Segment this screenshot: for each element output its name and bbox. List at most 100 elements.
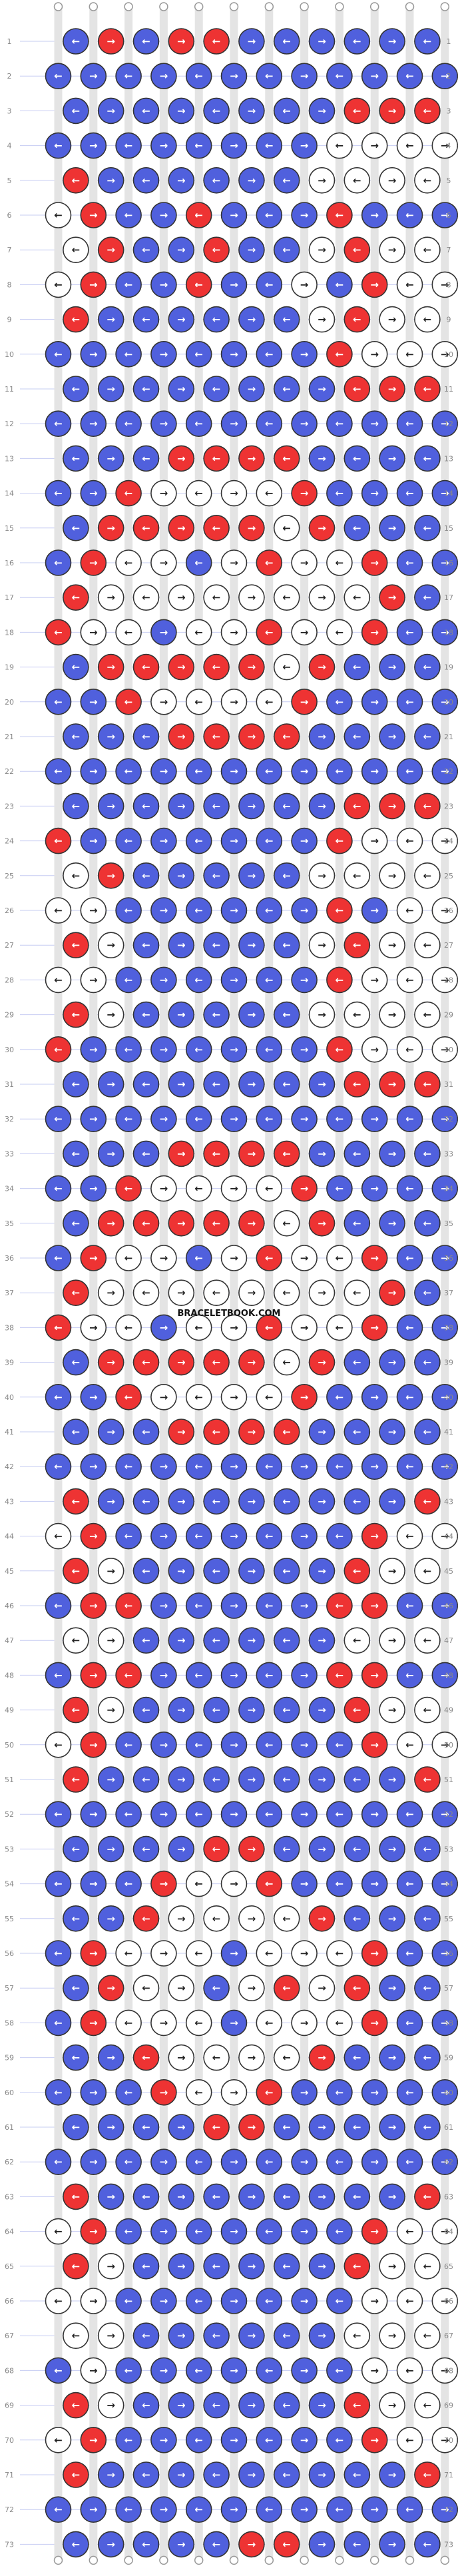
knot bbox=[431, 1314, 458, 1341]
knot bbox=[256, 1732, 283, 1758]
knot bbox=[168, 1349, 195, 1376]
knot-arrow-glyph: ← bbox=[423, 939, 432, 951]
row-number-right: 69 bbox=[444, 2402, 453, 2410]
knot-arrow-glyph: ← bbox=[194, 1113, 203, 1125]
row-number-left: 60 bbox=[5, 2089, 14, 2097]
row-number-right: 58 bbox=[444, 2019, 453, 2027]
knot-arrow-glyph: → bbox=[318, 800, 326, 812]
knot bbox=[344, 2531, 371, 2558]
knot-row: ←→←→←→←→←→←→ bbox=[45, 1245, 458, 1271]
knot-arrow-glyph: → bbox=[318, 1565, 326, 1577]
knot-arrow-glyph: ← bbox=[353, 1843, 361, 1855]
knot-arrow-glyph: → bbox=[370, 626, 379, 638]
string-end-top bbox=[159, 2, 168, 11]
knot-row: ←→←→←→←→←→←→ bbox=[45, 410, 458, 438]
knot-arrow-glyph: ← bbox=[423, 1704, 432, 1716]
knot bbox=[185, 1801, 212, 1827]
knot bbox=[203, 2253, 230, 2280]
knot bbox=[379, 97, 405, 125]
knot bbox=[115, 2148, 142, 2175]
knot-arrow-glyph: ← bbox=[353, 661, 361, 673]
knot-arrow-glyph: → bbox=[441, 2156, 449, 2168]
knot bbox=[291, 2496, 318, 2523]
knot bbox=[203, 2044, 230, 2071]
knot bbox=[63, 1558, 89, 1584]
knot-arrow-glyph: → bbox=[160, 1391, 168, 1403]
knot-arrow-glyph: ← bbox=[124, 278, 133, 290]
knot-arrow-glyph: → bbox=[248, 591, 256, 603]
knot bbox=[220, 897, 248, 924]
string-end-bottom bbox=[124, 2555, 133, 2565]
knot-arrow-glyph: → bbox=[388, 2330, 397, 2342]
row-number-left: 73 bbox=[5, 2540, 14, 2549]
knot bbox=[203, 2531, 230, 2558]
knot-arrow-glyph: ← bbox=[265, 2295, 274, 2307]
knot-arrow-glyph: → bbox=[89, 1808, 98, 1820]
knot-arrow-glyph: ← bbox=[124, 1739, 133, 1751]
knot bbox=[431, 271, 458, 298]
knot-arrow-glyph: ← bbox=[423, 1565, 432, 1577]
knot bbox=[238, 2531, 265, 2558]
row-number-left: 13 bbox=[5, 454, 14, 463]
row-number-left: 49 bbox=[5, 1706, 14, 1715]
knot-arrow-glyph: → bbox=[230, 2434, 238, 2446]
string-end-bottom bbox=[369, 2555, 379, 2565]
knot-arrow-glyph: → bbox=[89, 70, 98, 82]
knot bbox=[115, 1245, 142, 1271]
knot-arrow-glyph: ← bbox=[282, 2538, 291, 2550]
row-number-right: 4 bbox=[447, 142, 451, 151]
knot bbox=[326, 2288, 353, 2314]
knot bbox=[396, 1036, 423, 1063]
knot-arrow-glyph: → bbox=[230, 904, 238, 916]
knot bbox=[396, 2357, 423, 2384]
string-end-bottom bbox=[440, 2555, 450, 2565]
knot-arrow-glyph: ← bbox=[54, 1460, 63, 1472]
knot-arrow-glyph: ← bbox=[405, 348, 414, 360]
knot bbox=[379, 932, 405, 958]
knot-arrow-glyph: ← bbox=[124, 1252, 133, 1264]
knot bbox=[220, 340, 248, 368]
knot bbox=[63, 1349, 89, 1376]
knot bbox=[63, 1210, 89, 1237]
knot bbox=[273, 2183, 300, 2210]
knot-arrow-glyph: → bbox=[441, 418, 449, 430]
knot bbox=[308, 793, 336, 820]
knot bbox=[344, 2253, 371, 2280]
knot-arrow-glyph: ← bbox=[212, 35, 221, 47]
knot-arrow-glyph: ← bbox=[423, 1982, 432, 1994]
knot bbox=[168, 584, 195, 611]
knot bbox=[326, 1801, 353, 1827]
knot-row: ←→←→←→←→←→← bbox=[63, 2183, 441, 2210]
knot bbox=[361, 1940, 388, 1967]
knot-arrow-glyph: ← bbox=[194, 2295, 203, 2307]
row-number-right: 16 bbox=[444, 559, 453, 567]
knot-arrow-glyph: ← bbox=[353, 1287, 361, 1299]
knot-arrow-glyph: → bbox=[388, 1913, 397, 1925]
knot-arrow-glyph: → bbox=[107, 174, 115, 186]
knot-arrow-glyph: → bbox=[388, 1287, 397, 1299]
knot-arrow-glyph: ← bbox=[405, 418, 414, 430]
knot bbox=[132, 1766, 160, 1793]
knot bbox=[97, 584, 124, 611]
knot-arrow-glyph: → bbox=[248, 1634, 256, 1646]
knot-arrow-glyph: → bbox=[388, 1773, 397, 1785]
string-end-top bbox=[369, 2, 379, 11]
knot-arrow-glyph: ← bbox=[265, 1183, 274, 1195]
knot-arrow-glyph: → bbox=[230, 2364, 238, 2376]
knot-arrow-glyph: ← bbox=[336, 487, 344, 499]
string-end-top bbox=[194, 2, 204, 11]
row-number-right: 73 bbox=[444, 2540, 453, 2549]
knot bbox=[308, 1140, 336, 1167]
knot bbox=[132, 1627, 160, 1654]
knot bbox=[431, 1662, 458, 1689]
knot-arrow-glyph: → bbox=[230, 1739, 238, 1751]
string-end-bottom bbox=[335, 2555, 344, 2565]
knot-arrow-glyph: ← bbox=[194, 2087, 203, 2098]
row-number-right: 39 bbox=[444, 1359, 453, 1367]
knot-arrow-glyph: ← bbox=[265, 904, 274, 916]
knot bbox=[203, 306, 230, 333]
knot-arrow-glyph: ← bbox=[54, 974, 63, 986]
row-number-right: 37 bbox=[444, 1289, 453, 1297]
knot-row: ←→←→←→←→←→← bbox=[63, 2392, 441, 2419]
knot bbox=[431, 1384, 458, 1411]
